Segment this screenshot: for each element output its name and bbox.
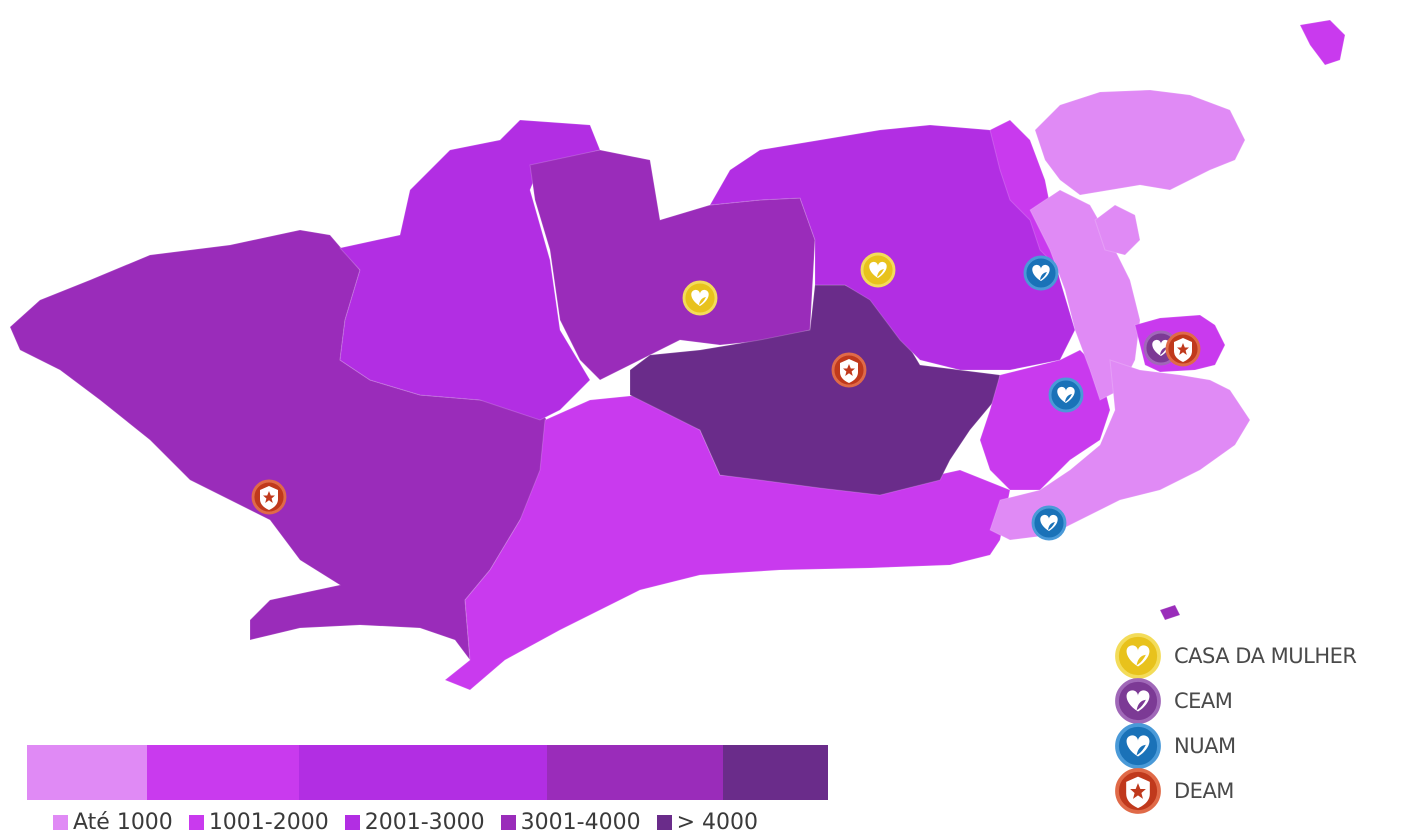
legend-label: CEAM [1174, 688, 1233, 713]
scale-swatch [53, 815, 68, 830]
scale-item: Até 1000 [53, 810, 173, 835]
map-marker-nuam[interactable] [1031, 505, 1067, 541]
scale-label: 1001-2000 [208, 810, 329, 835]
scale-legend: Até 1000 1001-2000 2001-3000 3001-4000 >… [53, 810, 758, 835]
legend-label: NUAM [1174, 733, 1236, 758]
police-badge-icon [1115, 767, 1161, 814]
legend-label: CASA DA MULHER [1174, 643, 1357, 668]
scale-swatch [344, 815, 360, 830]
map-marker-nuam[interactable] [1023, 255, 1059, 291]
marker-legend: CASA DA MULHER CEAM NUAM DEAM [1114, 632, 1357, 814]
scale-label: > 4000 [676, 810, 758, 835]
map-region-north-central [709, 124, 1076, 371]
map-region-northeast-light [1034, 89, 1246, 196]
scale-swatch [656, 815, 672, 830]
map-region-north-west [339, 119, 601, 421]
map-island [1299, 19, 1346, 66]
scale-label: 2001-3000 [364, 810, 485, 835]
legend-item-deam: DEAM [1114, 767, 1356, 814]
map-marker-deam[interactable] [251, 479, 287, 515]
legend-item-casa-da-mulher: CASA DA MULHER [1114, 632, 1357, 679]
map-marker-deam[interactable] [831, 352, 867, 388]
map-marker-casa[interactable] [860, 252, 896, 288]
scale-swatch [188, 815, 204, 830]
color-scale-segment [547, 745, 723, 800]
scale-item: 1001-2000 [188, 810, 329, 835]
legend-label: DEAM [1174, 778, 1234, 803]
scale-label: Até 1000 [73, 810, 173, 835]
color-scale-segment [299, 745, 547, 800]
map-island [1094, 204, 1141, 256]
heart-leaf-icon [1115, 677, 1161, 724]
map-region-far-east [989, 359, 1251, 541]
heart-leaf-icon [1115, 722, 1161, 769]
scale-item: > 4000 [656, 810, 758, 835]
scale-item: 3001-4000 [500, 810, 641, 835]
color-scale-segment [723, 745, 828, 800]
scale-label: 3001-4000 [520, 810, 641, 835]
map-island [1159, 604, 1181, 621]
legend-item-nuam: NUAM [1114, 722, 1356, 769]
map-marker-casa[interactable] [682, 280, 718, 316]
color-scale-bar [27, 745, 828, 800]
scale-swatch [500, 815, 516, 830]
color-scale-segment [27, 745, 147, 800]
scale-item: 2001-3000 [344, 810, 485, 835]
legend-item-ceam: CEAM [1114, 677, 1356, 724]
heart-leaf-icon [1115, 632, 1161, 679]
marker-layer [251, 252, 1201, 541]
map-marker-nuam[interactable] [1048, 377, 1084, 413]
map-marker-deam[interactable] [1165, 331, 1201, 367]
color-scale-segment [147, 745, 299, 800]
